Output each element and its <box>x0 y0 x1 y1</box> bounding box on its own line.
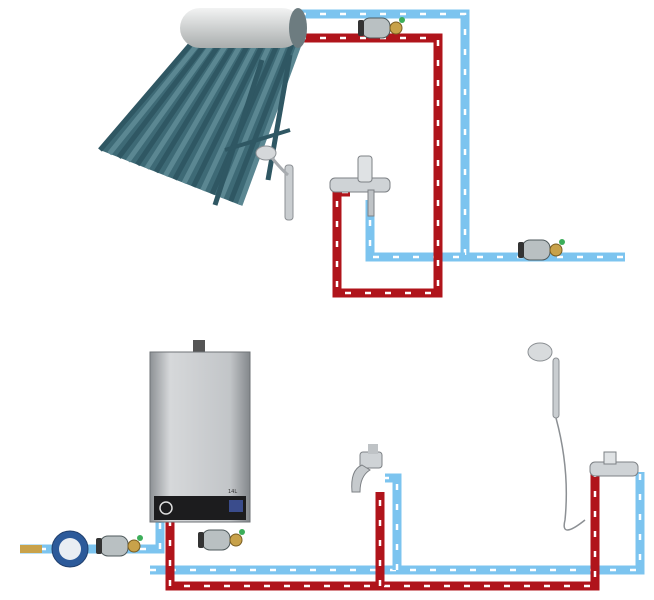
vacuum-tube <box>228 41 295 203</box>
pump-icon <box>198 529 245 551</box>
flow-arrow <box>20 520 162 551</box>
flow-arrow <box>385 476 399 570</box>
cold-pipe-top-main <box>300 9 625 262</box>
water-meter <box>20 530 89 568</box>
pump-icon <box>96 535 143 557</box>
shower-head-icon <box>527 342 553 362</box>
flow-arrow <box>300 12 625 259</box>
support-leg <box>212 59 265 206</box>
vacuum-tube <box>153 42 237 174</box>
cold-pipe-tap <box>385 473 402 570</box>
solar-water-heater <box>98 8 307 206</box>
heater-knob[interactable] <box>159 501 173 515</box>
solar-tube-panel <box>98 41 303 206</box>
faucet-top <box>329 155 391 217</box>
vacuum-tube <box>125 42 215 163</box>
vacuum-tube <box>219 41 288 199</box>
vacuum-tube <box>163 42 244 177</box>
vacuum-tube <box>172 42 251 181</box>
water-tank <box>180 8 302 48</box>
vacuum-tube <box>144 42 229 170</box>
vacuum-tube <box>181 42 259 185</box>
heater-body <box>149 351 251 523</box>
heater-capacity-label: 14L <box>228 489 237 495</box>
flow-arrow <box>150 472 642 572</box>
cold-pipe-top-faucet <box>365 200 465 262</box>
heater-display <box>229 500 243 512</box>
vacuum-tube <box>191 41 266 188</box>
flow-arrow <box>368 200 465 259</box>
vacuum-tube <box>116 43 207 159</box>
support-brace <box>224 128 291 152</box>
faucet-icon <box>351 464 371 493</box>
vacuum-tube <box>135 42 222 167</box>
pump-icon <box>358 17 405 39</box>
shower-handle <box>284 164 294 221</box>
gas-water-heater: 14L <box>149 340 251 523</box>
flow-arrow <box>300 36 440 295</box>
vacuum-tube <box>107 43 200 156</box>
shower-hose <box>555 417 586 531</box>
shower-head-top <box>255 145 294 221</box>
pump-icon <box>518 239 565 261</box>
faucet-bottom <box>351 444 383 493</box>
shower-head-icon <box>255 145 277 161</box>
shower-bottom <box>527 342 639 531</box>
tank-end-cap <box>289 8 307 48</box>
vacuum-tube <box>98 43 192 152</box>
